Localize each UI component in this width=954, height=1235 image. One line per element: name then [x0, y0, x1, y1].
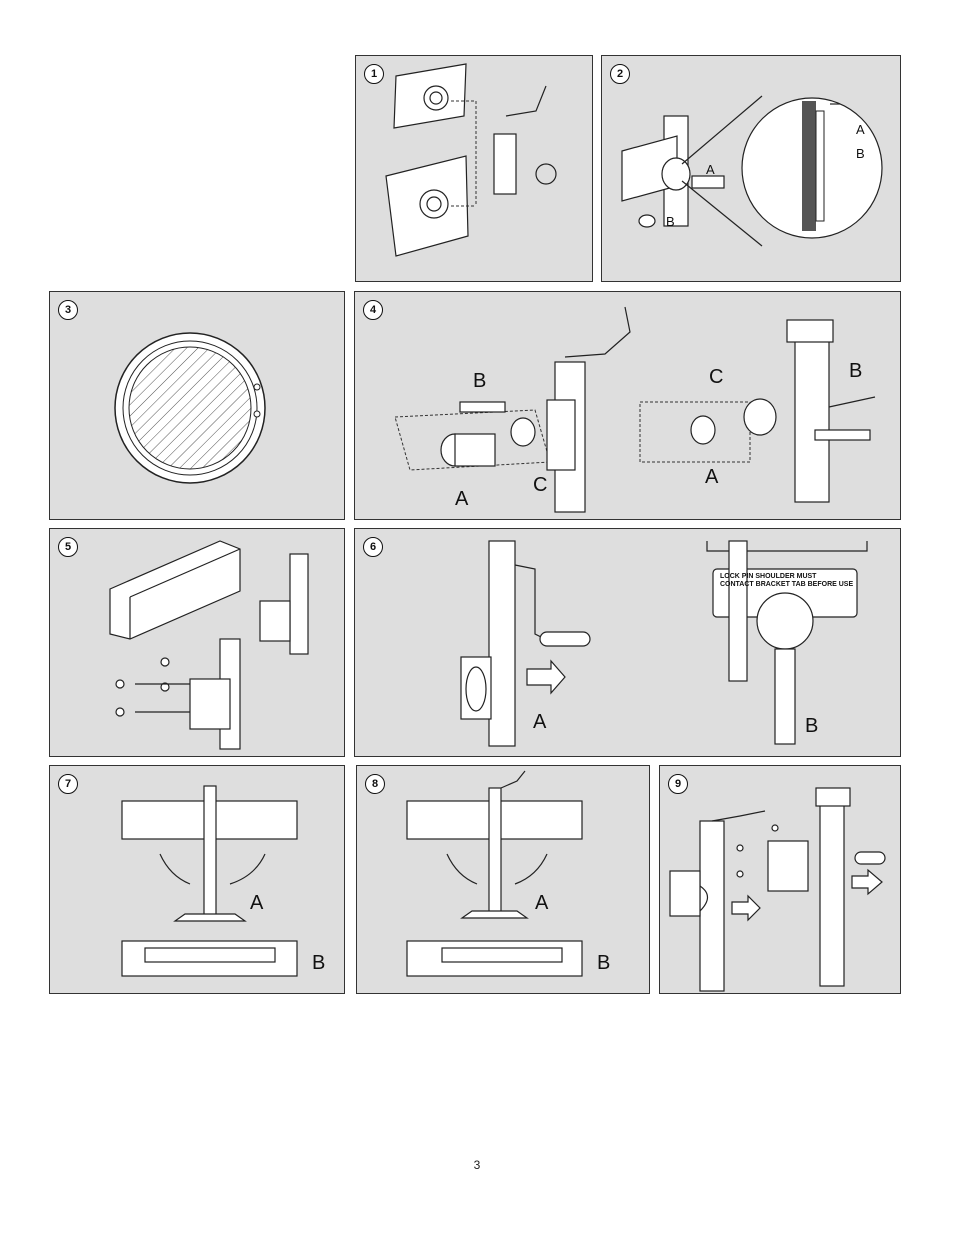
label-b-pin-right: B	[849, 360, 863, 382]
jack-swivel-with-chain-illustration	[406, 770, 583, 977]
lock-pin-decal-line-2: CONTACT BRACKET TAB BEFORE USE	[720, 581, 854, 588]
panel-number-badge: 3	[58, 300, 78, 320]
pin-insertion-illustration	[394, 306, 876, 513]
panel-number-badge: 5	[58, 537, 78, 557]
panel-number-badge: 1	[364, 64, 384, 84]
retaining-ring-cross-section	[114, 332, 266, 484]
panel-number-badge: 6	[363, 537, 383, 557]
figure-panel-5: 5	[49, 528, 345, 757]
label-a: A	[535, 892, 549, 914]
lock-pin-decal-line-1: LOCK PIN SHOULDER MUST	[720, 573, 817, 580]
label-c-chain: C	[533, 474, 548, 496]
figure-panel-7: 7 A B	[49, 765, 345, 994]
figure-panel-9: 9	[659, 765, 901, 994]
figure-panel-6: 6 LOCK PIN SHOULDER MUST CONTACT BRACKET…	[354, 528, 901, 757]
label-a: A	[533, 711, 547, 733]
panel-number-badge: 4	[363, 300, 383, 320]
label-b: B	[805, 715, 819, 737]
label-b-callout: B	[666, 214, 675, 229]
label-a-callout: A	[706, 162, 715, 177]
label-a-detail: A	[856, 122, 865, 137]
panel-number-badge: 9	[668, 774, 688, 794]
panel-number-badge: 8	[365, 774, 385, 794]
label-c-clip: C	[709, 366, 724, 388]
label-b-pin: B	[473, 370, 487, 392]
figure-panel-2: 2 A B A B	[601, 55, 901, 282]
figure-panel-8: 8 A B	[356, 765, 650, 994]
label-b: B	[312, 952, 326, 974]
jack-swivel-illustration	[121, 785, 298, 977]
lock-pin-shoulder-illustration	[460, 540, 868, 747]
jack-removal-illustration	[669, 787, 886, 992]
panel-number-badge: 2	[610, 64, 630, 84]
figure-panel-4: 4 B C A C B A	[354, 291, 901, 520]
figure-panel-3: 3	[49, 291, 345, 520]
label-b-detail: B	[856, 146, 865, 161]
figure-panel-1: 1	[355, 55, 593, 282]
label-b: B	[597, 952, 611, 974]
panel-number-badge: 7	[58, 774, 78, 794]
lock-pin-detail-illustration	[621, 95, 883, 247]
jack-mount-plate-illustration	[385, 63, 557, 257]
label-a-sleeve-right: A	[705, 466, 719, 488]
page-number: 3	[473, 1158, 481, 1172]
label-a-sleeve: A	[455, 488, 469, 510]
bracket-mount-illustration	[109, 540, 309, 750]
label-a: A	[250, 892, 264, 914]
